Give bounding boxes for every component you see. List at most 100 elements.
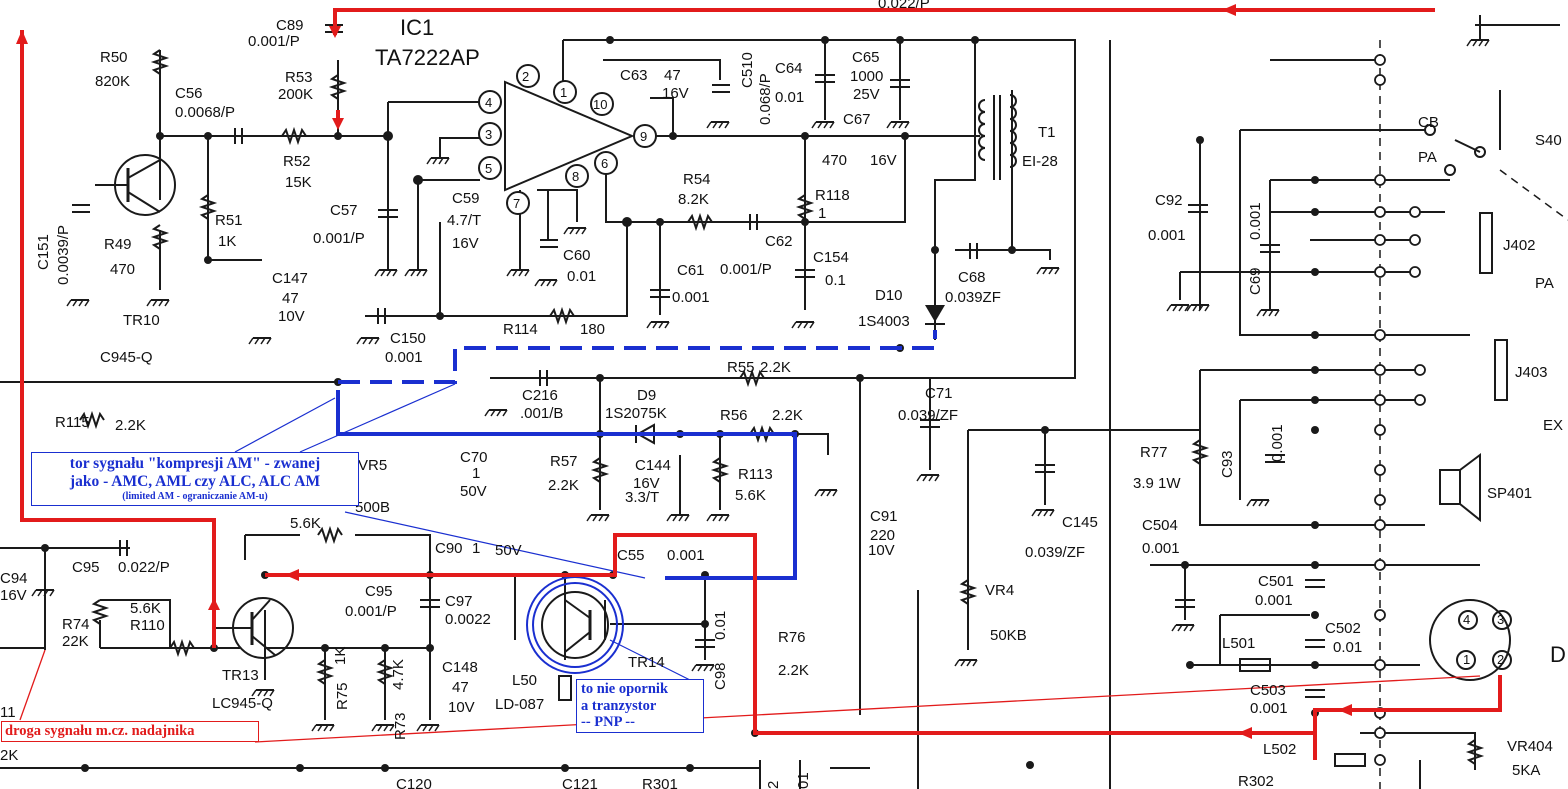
label-c90-v1: 1 (472, 540, 480, 557)
label-c59: C59 (452, 190, 480, 207)
label-t1: T1 (1038, 124, 1056, 141)
label-r52: R52 (283, 153, 311, 170)
transistor-note-line3: -- PNP -- (581, 714, 635, 731)
label-r49: R49 (104, 236, 132, 253)
label-c67-v1: 470 (822, 152, 847, 169)
label-c121: C121 (562, 776, 598, 789)
label-sp401: SP401 (1487, 485, 1532, 502)
label-r56-val: 2.2K (772, 407, 803, 424)
label-c148-v1: 47 (452, 679, 469, 696)
components (72, 24, 1568, 789)
label-c97: C97 (445, 593, 473, 610)
label-t1-part: EI-28 (1022, 153, 1058, 170)
label-r113: R113 (738, 466, 773, 483)
label-frag-11: 11 (0, 704, 16, 721)
pin-7: 7 (513, 196, 520, 211)
label-r50-val: 820K (95, 73, 130, 90)
label-c147-v2: 10V (278, 308, 305, 325)
label-c92: C92 (1155, 192, 1183, 209)
connector-pin-3: 3 (1497, 612, 1504, 627)
label-c68-val: 0.039ZF (945, 289, 1001, 306)
label-c504: C504 (1142, 517, 1178, 534)
label-r76: R76 (778, 629, 806, 646)
compression-path-note: tor sygnału "kompresji AM" - zwanej jako… (31, 452, 359, 507)
label-r118: R118 (815, 187, 850, 204)
label-r115-val: 2.2K (115, 417, 146, 434)
label-c63-v1: 47 (664, 67, 681, 84)
label-r54: R54 (683, 171, 711, 188)
label-c98-val: 0.01 (712, 611, 729, 640)
label-r57-val: 2.2K (548, 477, 579, 494)
label-c120: C120 (396, 776, 432, 789)
label-c93-val: 0.001 (1269, 424, 1286, 462)
label-l50-part: LD-087 (495, 696, 544, 713)
label-r301: R301 (642, 776, 678, 789)
label-c91-v1: 220 (870, 527, 895, 544)
label-r55: R55 (727, 359, 755, 376)
label-cb: CB (1418, 114, 1439, 131)
label-j402-sub: PA (1535, 275, 1554, 292)
connector-pin-2: 2 (1497, 652, 1504, 667)
pnp-transistor-note: to nie opornik a tranzystor -- PNP -- (576, 679, 704, 734)
label-r52-val: 15K (285, 174, 312, 191)
label-c144-v2: 3.3/T (625, 489, 659, 506)
label-tr10-part: C945-Q (100, 349, 153, 366)
label-r76-val: 2.2K (778, 662, 809, 679)
compression-note-line3: (limited AM - ograniczanie AM-u) (122, 490, 268, 502)
label-c55-val: 0.001 (667, 547, 705, 564)
tx-audio-signal-path (16, 4, 1502, 760)
signal-path-note: droga sygnału m.cz. nadajnika (1, 721, 259, 742)
pin-9: 9 (640, 129, 647, 144)
label-c501-val: 0.001 (1255, 592, 1293, 609)
transistor-note-line2: a tranzystor (581, 697, 657, 714)
pin-5: 5 (485, 161, 492, 176)
label-vr404-val: 5KA (1512, 762, 1540, 779)
label-frag-2: 2 (765, 781, 782, 789)
label-c503: C503 (1250, 682, 1286, 699)
label-r49-val: 470 (110, 261, 135, 278)
label-r5-6k: 5.6K (290, 515, 321, 532)
label-c502-val: 0.01 (1333, 639, 1362, 656)
pin-1: 1 (560, 85, 567, 100)
label-c92-val: 0.001 (1148, 227, 1186, 244)
label-frag-d: D (1550, 642, 1566, 667)
label-c148-v2: 10V (448, 699, 475, 716)
label-r53-val: 200K (278, 86, 313, 103)
label-r110-val: 5.6K (130, 600, 161, 617)
label-j403: J403 (1515, 364, 1548, 381)
label-d10-part: 1S4003 (858, 313, 910, 330)
label-r56: R56 (720, 407, 748, 424)
label-r74: R74 (62, 616, 90, 633)
label-c504-val: 0.001 (1142, 540, 1180, 557)
circuit-wiring (0, 15, 1560, 789)
label-c69-val: 0.001 (1247, 202, 1264, 240)
pin-2: 2 (522, 69, 529, 84)
label-c91: C91 (870, 508, 898, 525)
label-c55: C55 (617, 547, 645, 564)
label-d9: D9 (637, 387, 656, 404)
label-c98: C98 (712, 662, 729, 690)
label-c154-val: 0.1 (825, 272, 846, 289)
label-c65: C65 (852, 49, 880, 66)
label-c67: C67 (843, 111, 871, 128)
label-c145-val: 0.039/ZF (1025, 544, 1085, 561)
label-c90-v2: 50V (495, 542, 522, 559)
label-vr404: VR404 (1507, 738, 1553, 755)
label-c145: C145 (1062, 514, 1098, 531)
label-c216-val: .001/B (520, 405, 563, 422)
label-r113-val: 5.6K (735, 487, 766, 504)
label-c65-v2: 25V (853, 86, 880, 103)
label-r51: R51 (215, 212, 243, 229)
label-c94-val: 16V (0, 587, 27, 604)
label-frag-2k: 2K (0, 747, 18, 764)
junction-dots (41, 36, 1319, 772)
label-tr10: TR10 (123, 312, 160, 329)
label-tr13-part: LC945-Q (212, 695, 273, 712)
label-r118-val: 1 (818, 205, 826, 222)
label-r73: R73 (392, 712, 409, 740)
switch-contacts (1374, 54, 1426, 766)
label-vr4: VR4 (985, 582, 1014, 599)
label-c61: C61 (677, 262, 705, 279)
label-r115: R115 (55, 414, 90, 431)
